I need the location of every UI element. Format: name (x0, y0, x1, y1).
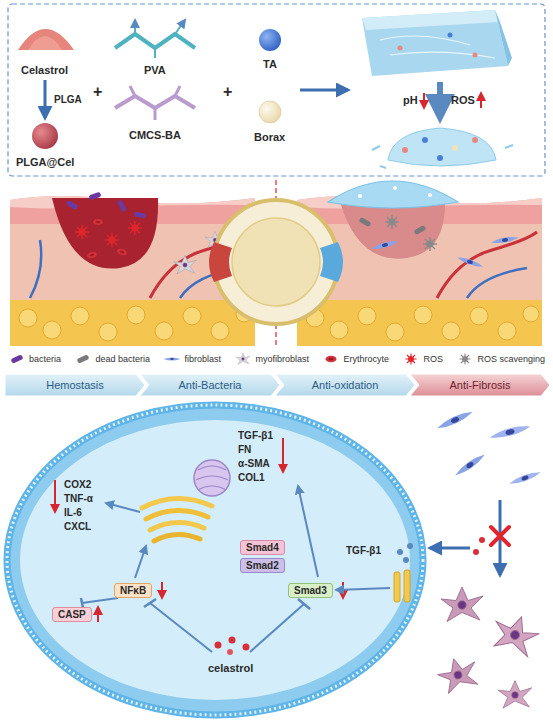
text-label: COL1 (238, 472, 265, 483)
node-text: Smad3 (294, 585, 327, 596)
node-text: Hemostasis (46, 379, 103, 391)
legend-text: ROS scavenging (477, 354, 545, 364)
text-label: pH (403, 94, 418, 106)
text-label: COX2 (64, 479, 91, 490)
legend-text: ROS (423, 354, 443, 364)
text-label: Celastrol (21, 64, 68, 76)
text-label: PVA (144, 64, 166, 76)
legend-text: dead bacteria (95, 354, 150, 364)
text-label: + (93, 83, 102, 101)
legend-text: fibroblast (184, 354, 221, 364)
text-label: TGF-β1 (238, 430, 273, 441)
legend-icon (402, 352, 420, 366)
protein-box: NFκB (114, 583, 152, 598)
text-label: FN (238, 444, 251, 455)
protein-box: CASP (52, 607, 92, 622)
process-chevron: Anti-Bacteria (140, 374, 280, 396)
text-label: TA (263, 58, 277, 70)
text-label: IL-6 (64, 507, 82, 518)
node-text: Smad2 (246, 560, 279, 571)
legend-item: fibroblast (163, 352, 221, 366)
text-label: α-SMA (238, 458, 270, 469)
node-text: Smad4 (246, 542, 279, 553)
process-chevron: Anti-oxidation (275, 374, 415, 396)
node-text: Anti-oxidation (312, 379, 379, 391)
text-label: CXCL (64, 521, 91, 532)
node-text: Anti-Bacteria (179, 379, 242, 391)
legend-icon (74, 352, 92, 366)
text-label: + (223, 83, 232, 101)
legend-icon (8, 352, 26, 366)
legend-item: myofibroblast (234, 352, 309, 366)
skin-wound-panels (10, 180, 542, 346)
legend-item: dead bacteria (74, 352, 150, 366)
legend-item: bacteria (8, 352, 61, 366)
legend-text: myofibroblast (255, 354, 309, 364)
legend-icon (234, 352, 252, 366)
text-label: TGF-β1 (346, 545, 381, 556)
chevron-fill (410, 374, 550, 396)
text-label: CMCS-BA (129, 129, 181, 141)
text-label: PLGA (54, 94, 82, 105)
text-label: ROS (451, 94, 475, 106)
legend-item: ROS scavenging (456, 352, 545, 366)
legend-text: bacteria (29, 354, 61, 364)
protein-box: Smad2 (240, 558, 285, 573)
legend-item: Erythrocyte (322, 352, 389, 366)
cell-illustration (7, 405, 543, 715)
node-text: CASP (58, 609, 86, 620)
legend-icon (322, 352, 340, 366)
process-chevron: Hemostasis (5, 374, 145, 396)
legend-text: Erythrocyte (343, 354, 389, 364)
legend-item: ROS (402, 352, 443, 366)
text-label: Borax (254, 131, 285, 143)
text-label: TNF-α (64, 493, 93, 504)
preparation-panel (8, 4, 545, 176)
node-text: NFκB (120, 585, 146, 596)
node-text: Anti-Fibrosis (449, 379, 510, 391)
text-label: PLGA@Cel (16, 156, 74, 168)
text-label: celastrol (208, 662, 253, 674)
chevron-fill (275, 374, 415, 396)
legend-icon (456, 352, 474, 366)
protein-box: Smad3 (288, 583, 333, 598)
chevron-fill (5, 374, 145, 396)
chevron-fill (140, 374, 280, 396)
protein-box: Smad4 (240, 540, 285, 555)
legend-row: bacteria dead bacteria fibroblast myofibrob… (8, 351, 545, 367)
legend-icon (163, 352, 181, 366)
process-chevron: Anti-Fibrosis (410, 374, 550, 396)
